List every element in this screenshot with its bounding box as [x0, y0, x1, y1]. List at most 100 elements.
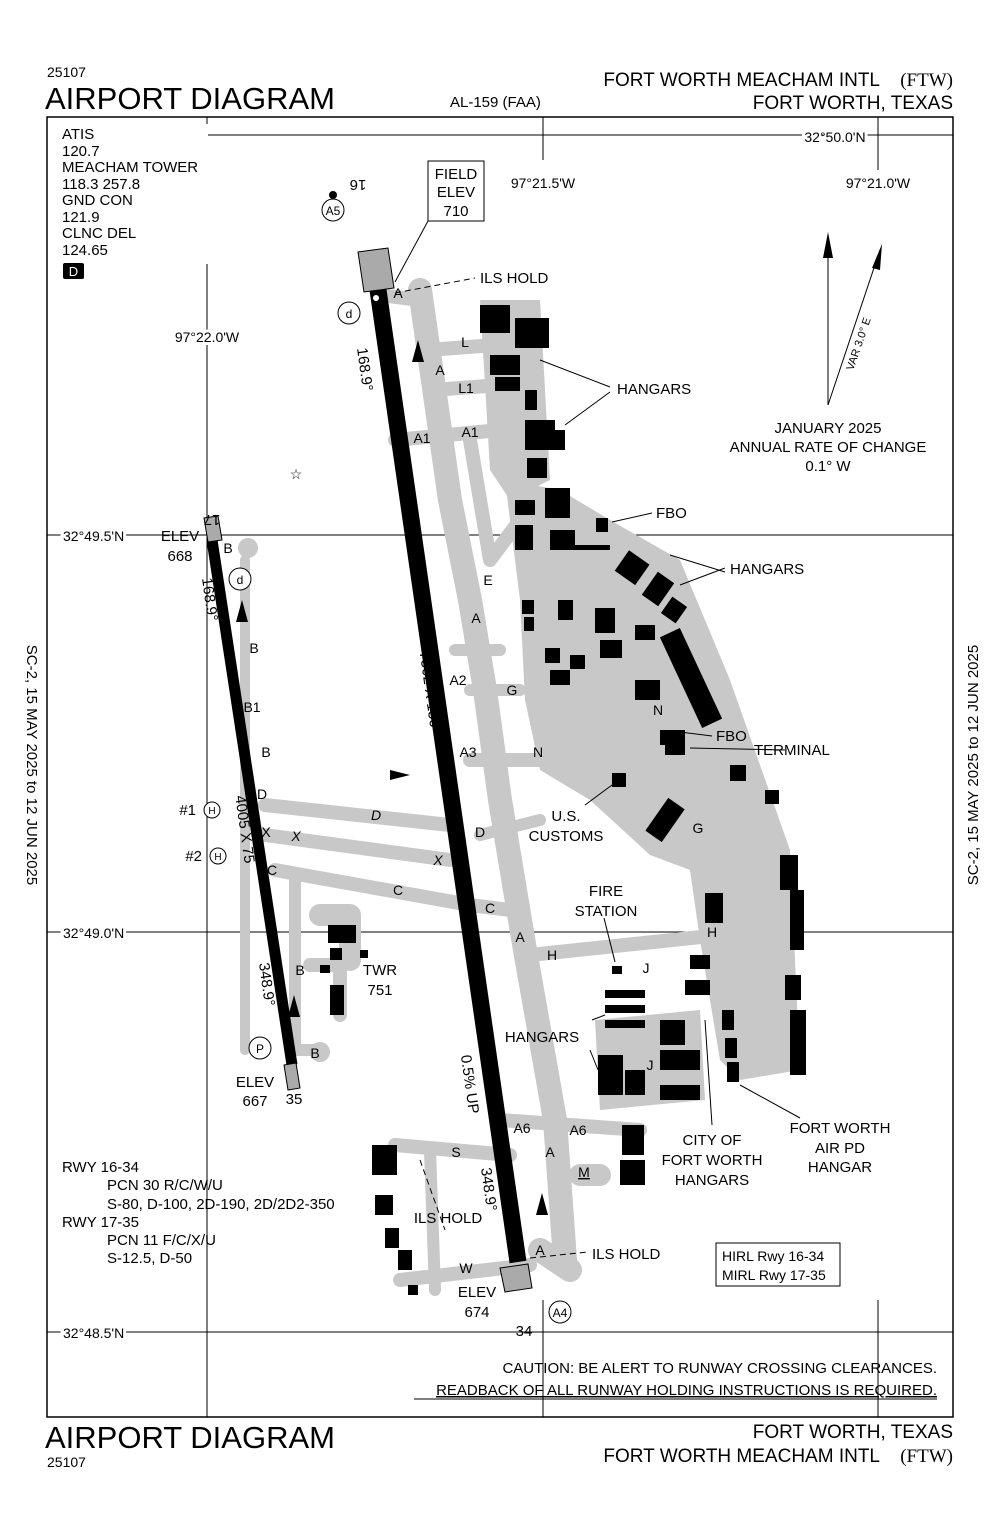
- freq-line: ATIS: [62, 126, 94, 143]
- magnetic-variation: VAR 3.0° E JANUARY 2025 ANNUAL RATE OF C…: [730, 232, 927, 475]
- taxiway-label: B: [249, 640, 258, 656]
- rate-value: 0.1° W: [805, 458, 851, 475]
- hot-spot-a4: A4: [548, 1300, 572, 1324]
- taxiway-label: A3: [459, 744, 476, 760]
- taxiway-label: X: [432, 852, 443, 868]
- pd-hangar-label: HANGAR: [808, 1159, 872, 1176]
- tower-elev: 751: [367, 982, 392, 999]
- customs-label: U.S.: [551, 808, 580, 825]
- airport-id: (FTW): [900, 70, 953, 91]
- displaced-threshold-16: [357, 247, 395, 293]
- hangars-label: HANGARS: [505, 1029, 579, 1046]
- taxiway-label: S: [451, 1144, 460, 1160]
- hangars-label: HANGARS: [730, 561, 804, 578]
- taxiway-label: H: [547, 947, 557, 963]
- runway-17-label: 17: [204, 511, 221, 528]
- elev-17-label: ELEV: [161, 528, 199, 545]
- hot-spot-a5: A5: [321, 191, 345, 222]
- heading-17: 168.9°: [198, 577, 221, 622]
- taxiway-label: M: [578, 1164, 590, 1180]
- taxiway-label: A1: [461, 424, 478, 440]
- chart-number: 25107: [47, 64, 86, 80]
- helipad-h: H: [208, 806, 215, 817]
- taxiway-label: B: [310, 1045, 319, 1061]
- papi-markers: [228, 301, 361, 1060]
- chart-id: AL-159 (FAA): [450, 94, 541, 111]
- lat-label: 32°49.0'N: [63, 925, 124, 941]
- taxiway-label: J: [647, 1057, 654, 1073]
- runway-slope: 0.5% UP: [457, 1054, 482, 1115]
- pcn-line: PCN 30 R/C/W/U: [107, 1177, 223, 1194]
- lighting-box: HIRL Rwy 16-34 MIRL Rwy 17-35: [715, 1242, 841, 1287]
- pd-hangar-label: AIR PD: [815, 1140, 865, 1157]
- helipad-h: H: [214, 852, 221, 863]
- taxiway-label: D: [475, 824, 485, 840]
- taxiway-label: A: [535, 1242, 545, 1258]
- displaced-threshold-34: [499, 1263, 533, 1293]
- taxiway-labels: A L A L1 A1 A1 E A A2 G A3 N N D G H H C…: [223, 285, 717, 1276]
- caution-line-1: CAUTION: BE ALERT TO RUNWAY CROSSING CLE…: [502, 1360, 937, 1377]
- apron: [505, 480, 800, 1080]
- taxiway-label: B: [261, 744, 270, 760]
- rate-label: ANNUAL RATE OF CHANGE: [730, 439, 927, 456]
- tower-label: TWR: [363, 962, 397, 979]
- freq-line: 118.3 257.8: [62, 176, 140, 193]
- pcn-line: PCN 11 F/C/X/U: [107, 1232, 216, 1249]
- taxiway-label: X: [261, 824, 271, 840]
- customs-label: CUSTOMS: [529, 828, 604, 845]
- helipad-icon: [209, 847, 227, 865]
- taxiway-label: A6: [569, 1122, 586, 1138]
- taxiway-label: N: [653, 702, 663, 718]
- pcn-line: S-12.5, D-50: [107, 1250, 192, 1267]
- lighting-line: HIRL Rwy 16-34: [722, 1248, 824, 1264]
- field-elev-value: 710: [443, 203, 468, 220]
- lat-label: 32°49.5'N: [63, 528, 124, 544]
- chart-frame: [46, 116, 954, 1418]
- frequency-list: ATIS 120.7 MEACHAM TOWER 118.3 257.8 GND…: [58, 124, 208, 279]
- lon-label: 97°22.0'W: [175, 329, 240, 345]
- buildings: [320, 305, 806, 1295]
- caution-line-2: READBACK OF ALL RUNWAY HOLDING INSTRUCTI…: [436, 1382, 937, 1399]
- svg-text:A4: A4: [553, 1306, 568, 1320]
- footer-title: AIRPORT DIAGRAM: [45, 1420, 335, 1455]
- taxiway-label: W: [459, 1260, 473, 1276]
- hangars-label: HANGARS: [617, 381, 691, 398]
- footer-airport-name: FORT WORTH MEACHAM INTL: [603, 1446, 880, 1467]
- chart-title: AIRPORT DIAGRAM: [45, 81, 335, 116]
- taxiway-label: A: [393, 285, 403, 301]
- freq-line: 120.7: [62, 143, 100, 160]
- freq-line: 121.9: [62, 209, 100, 226]
- pd-hangar-label: FORT WORTH: [790, 1120, 891, 1137]
- taxiways: [238, 278, 727, 1296]
- variation-date: JANUARY 2025: [774, 420, 881, 437]
- taxiway-label: J: [643, 960, 650, 976]
- elev-34-label: ELEV: [458, 1284, 496, 1301]
- runway-16-label: 16: [350, 176, 367, 193]
- taxiway-label: X: [290, 828, 301, 844]
- pcn-line: S-80, D-100, 2D-190, 2D/2D2-350: [107, 1196, 335, 1213]
- lon-label: 97°21.0'W: [846, 175, 911, 191]
- heading-34: 348.9°: [477, 1167, 500, 1212]
- lat-label: 32°50.0'N: [804, 129, 865, 145]
- approach-light-icons: [236, 340, 548, 1215]
- elev-35-value: 667: [242, 1093, 267, 1110]
- taxiway-label: G: [693, 820, 704, 836]
- taxiway-label: L: [461, 334, 469, 350]
- lon-label: 97°21.5'W: [511, 175, 576, 191]
- taxiway-label: A2: [449, 672, 466, 688]
- validity-right: SC-2, 15 MAY 2025 to 12 JUN 2025: [965, 645, 982, 885]
- ils-hold-west: ILS HOLD: [414, 1210, 483, 1227]
- elev-17-value: 668: [167, 548, 192, 565]
- city-hangars-label: FORT WORTH: [662, 1152, 763, 1169]
- hold-lines: [394, 277, 589, 1259]
- elev-35-label: ELEV: [236, 1074, 274, 1091]
- fbo-label: FBO: [656, 505, 687, 522]
- taxiway-label: A6: [513, 1120, 530, 1136]
- helipad-icon: [203, 801, 221, 819]
- pcn-notes: RWY 16-34 PCN 30 R/C/W/U S-80, D-100, 2D…: [62, 1159, 335, 1267]
- lighting-line: MIRL Rwy 17-35: [722, 1267, 826, 1283]
- field-elev-line: FIELD: [435, 166, 478, 183]
- terminal-label: TERMINAL: [754, 742, 830, 759]
- lat-label: 32°48.5'N: [63, 1325, 124, 1341]
